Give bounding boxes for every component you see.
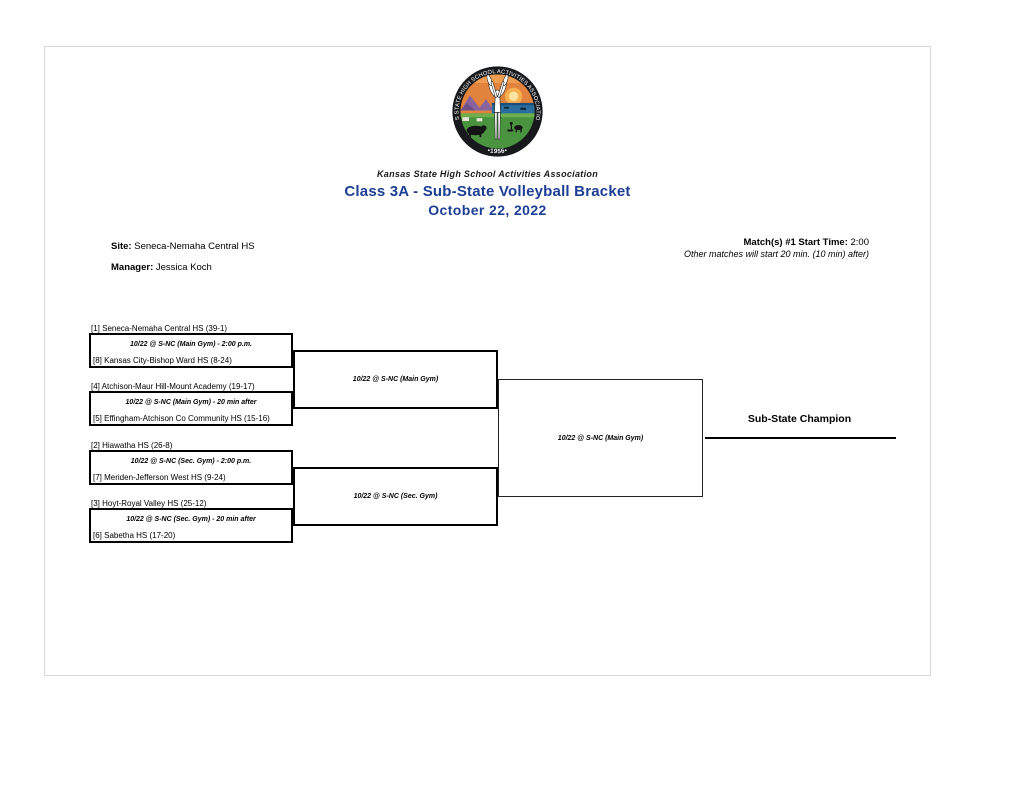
match-1-box: 10/22 @ S-NC (Main Gym) - 2:00 p.m. [8] … [89, 333, 293, 368]
match-3: [2] Hiawatha HS (26-8) 10/22 @ S-NC (Sec… [89, 441, 293, 485]
event-date: October 22, 2022 [428, 202, 547, 218]
manager-label: Manager: [111, 262, 154, 273]
logo-year-text: •1956• [487, 147, 508, 155]
final-info: 10/22 @ S-NC (Main Gym) [557, 434, 644, 442]
site-value: Seneca-Nemaha Central HS [134, 241, 255, 252]
semifinal-2-box: 10/22 @ S-NC (Sec. Gym) [293, 467, 498, 526]
match-1-top-team: [1] Seneca-Nemaha Central HS (39-1) [91, 324, 228, 333]
final-box: 10/22 @ S-NC (Main Gym) [498, 379, 703, 497]
start-time-line: Match(s) #1 Start Time: 2:00 [684, 237, 870, 248]
match-4-info: 10/22 @ S-NC (Sec. Gym) - 20 min after [126, 516, 256, 523]
match-3-info: 10/22 @ S-NC (Sec. Gym) - 2:00 p.m. [130, 458, 252, 465]
match-3-top-team: [2] Hiawatha HS (26-8) [91, 441, 173, 450]
manager-value: Jessica Koch [155, 262, 212, 273]
start-time-note: Other matches will start 20 min. (10 min… [683, 249, 869, 259]
manager-line: Manager: Jessica Koch [111, 262, 212, 273]
match-3-bottom-team: [7] Meriden-Jefferson West HS (9-24) [93, 473, 226, 482]
start-time-block: Match(s) #1 Start Time: 2:00 Other match… [684, 237, 869, 259]
champion-label: Sub-State Champion [747, 413, 852, 425]
match-2-top-team: [4] Atchison-Maur Hill-Mount Academy (19… [91, 382, 255, 391]
semifinal-1-info: 10/22 @ S-NC (Main Gym) [352, 376, 439, 383]
bracket-page: KANSAS STATE HIGH SCHOOL ACTIVITIES ASSO… [44, 46, 931, 676]
site-label: Site: [111, 241, 132, 252]
svg-text:•1956•: •1956• [487, 147, 508, 155]
semifinal-2-info: 10/22 @ S-NC (Sec. Gym) [353, 493, 438, 500]
champion-line [705, 437, 896, 439]
match-2-info: 10/22 @ S-NC (Main Gym) - 20 min after [125, 399, 257, 406]
start-time-label: Match(s) #1 Start Time: [743, 237, 848, 248]
site-line: Site: Seneca-Nemaha Central HS [111, 241, 255, 252]
match-1-info: 10/22 @ S-NC (Main Gym) - 2:00 p.m. [130, 341, 252, 348]
match-2-box: 10/22 @ S-NC (Main Gym) - 20 min after [… [89, 391, 293, 426]
match-4: [3] Hoyt-Royal Valley HS (25-12) 10/22 @… [89, 499, 293, 543]
match-4-top-team: [3] Hoyt-Royal Valley HS (25-12) [91, 499, 207, 508]
start-time-value: 2:00 [850, 237, 870, 248]
match-2: [4] Atchison-Maur Hill-Mount Academy (19… [89, 382, 293, 426]
match-3-box: 10/22 @ S-NC (Sec. Gym) - 2:00 p.m. [7] … [89, 450, 293, 485]
logo-winged-figure [486, 74, 509, 140]
match-1: [1] Seneca-Nemaha Central HS (39-1) 10/2… [89, 324, 293, 368]
match-4-box: 10/22 @ S-NC (Sec. Gym) - 20 min after [… [89, 508, 293, 543]
association-name: Kansas State High School Activities Asso… [377, 169, 598, 179]
kshsaa-logo-icon: KANSAS STATE HIGH SCHOOL ACTIVITIES ASSO… [450, 64, 543, 157]
match-1-bottom-team: [8] Kansas City-Bishop Ward HS (8-24) [93, 356, 232, 365]
match-4-bottom-team: [6] Sabetha HS (17-20) [93, 531, 176, 540]
match-2-bottom-team: [5] Effingham-Atchison Co Community HS (… [93, 414, 270, 423]
page-title: Class 3A - Sub-State Volleyball Bracket [344, 183, 631, 200]
semifinal-1-box: 10/22 @ S-NC (Main Gym) [293, 350, 498, 409]
